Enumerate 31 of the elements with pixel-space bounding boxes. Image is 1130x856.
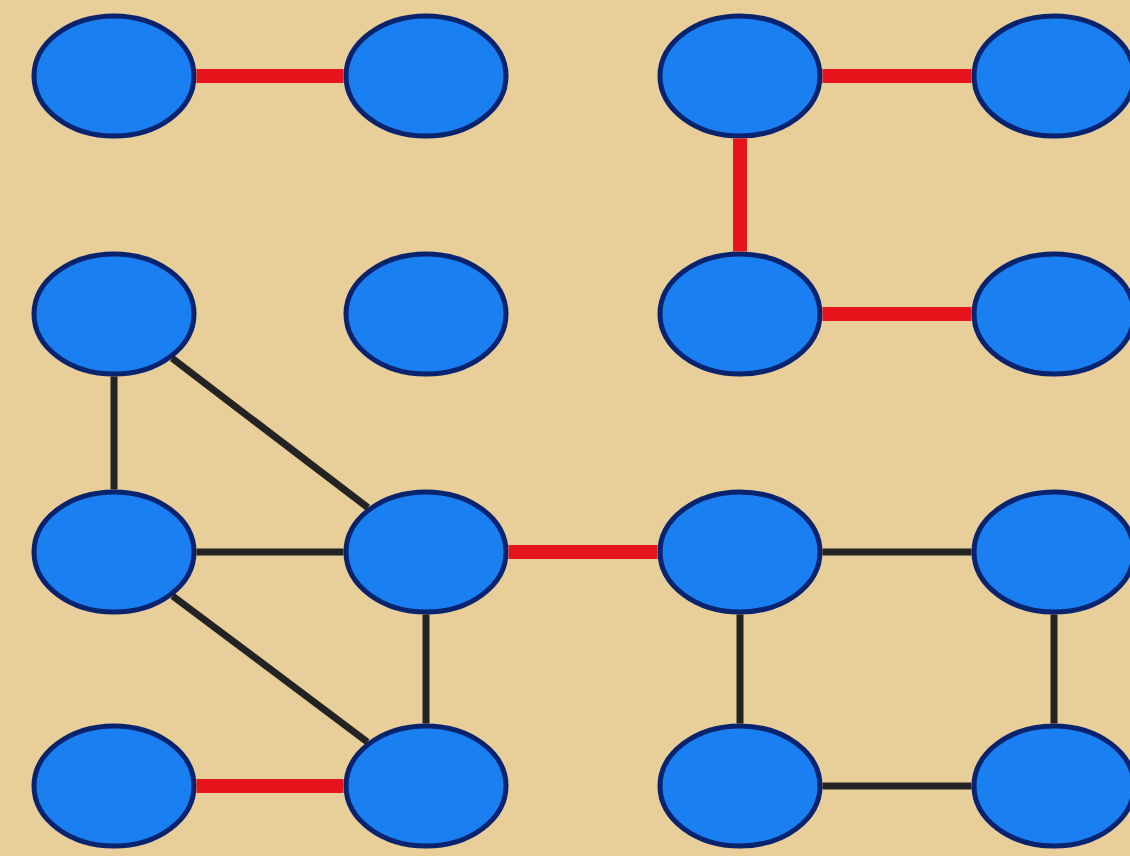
ellipse-node <box>657 489 823 615</box>
connector-line <box>822 548 972 556</box>
ellipse-node <box>31 489 197 615</box>
ellipse-node <box>343 489 509 615</box>
connector-line <box>822 782 972 790</box>
ellipse-node <box>343 723 509 849</box>
connector-line <box>196 548 344 556</box>
connector-line <box>508 544 658 559</box>
ellipse-node <box>971 251 1130 377</box>
connector-line <box>822 69 972 83</box>
ellipse-node <box>657 13 823 139</box>
connector-line <box>170 593 370 745</box>
connector-line <box>422 614 430 724</box>
connector-line <box>1050 614 1058 724</box>
connector-line <box>110 376 118 490</box>
ellipse-node <box>971 723 1130 849</box>
ellipse-node <box>657 723 823 849</box>
ellipse-node <box>971 489 1130 615</box>
connector-line <box>196 69 344 83</box>
ellipse-node <box>31 13 197 139</box>
connector-line <box>733 138 747 252</box>
connector-line <box>822 307 972 321</box>
connector-line <box>170 355 370 511</box>
ellipse-node <box>343 251 509 377</box>
ellipse-node <box>657 251 823 377</box>
connector-line <box>196 778 344 793</box>
ellipse-node <box>31 251 197 377</box>
connector-line <box>736 614 744 724</box>
ellipse-node <box>343 13 509 139</box>
ellipse-node <box>971 13 1130 139</box>
ellipse-node <box>31 723 197 849</box>
